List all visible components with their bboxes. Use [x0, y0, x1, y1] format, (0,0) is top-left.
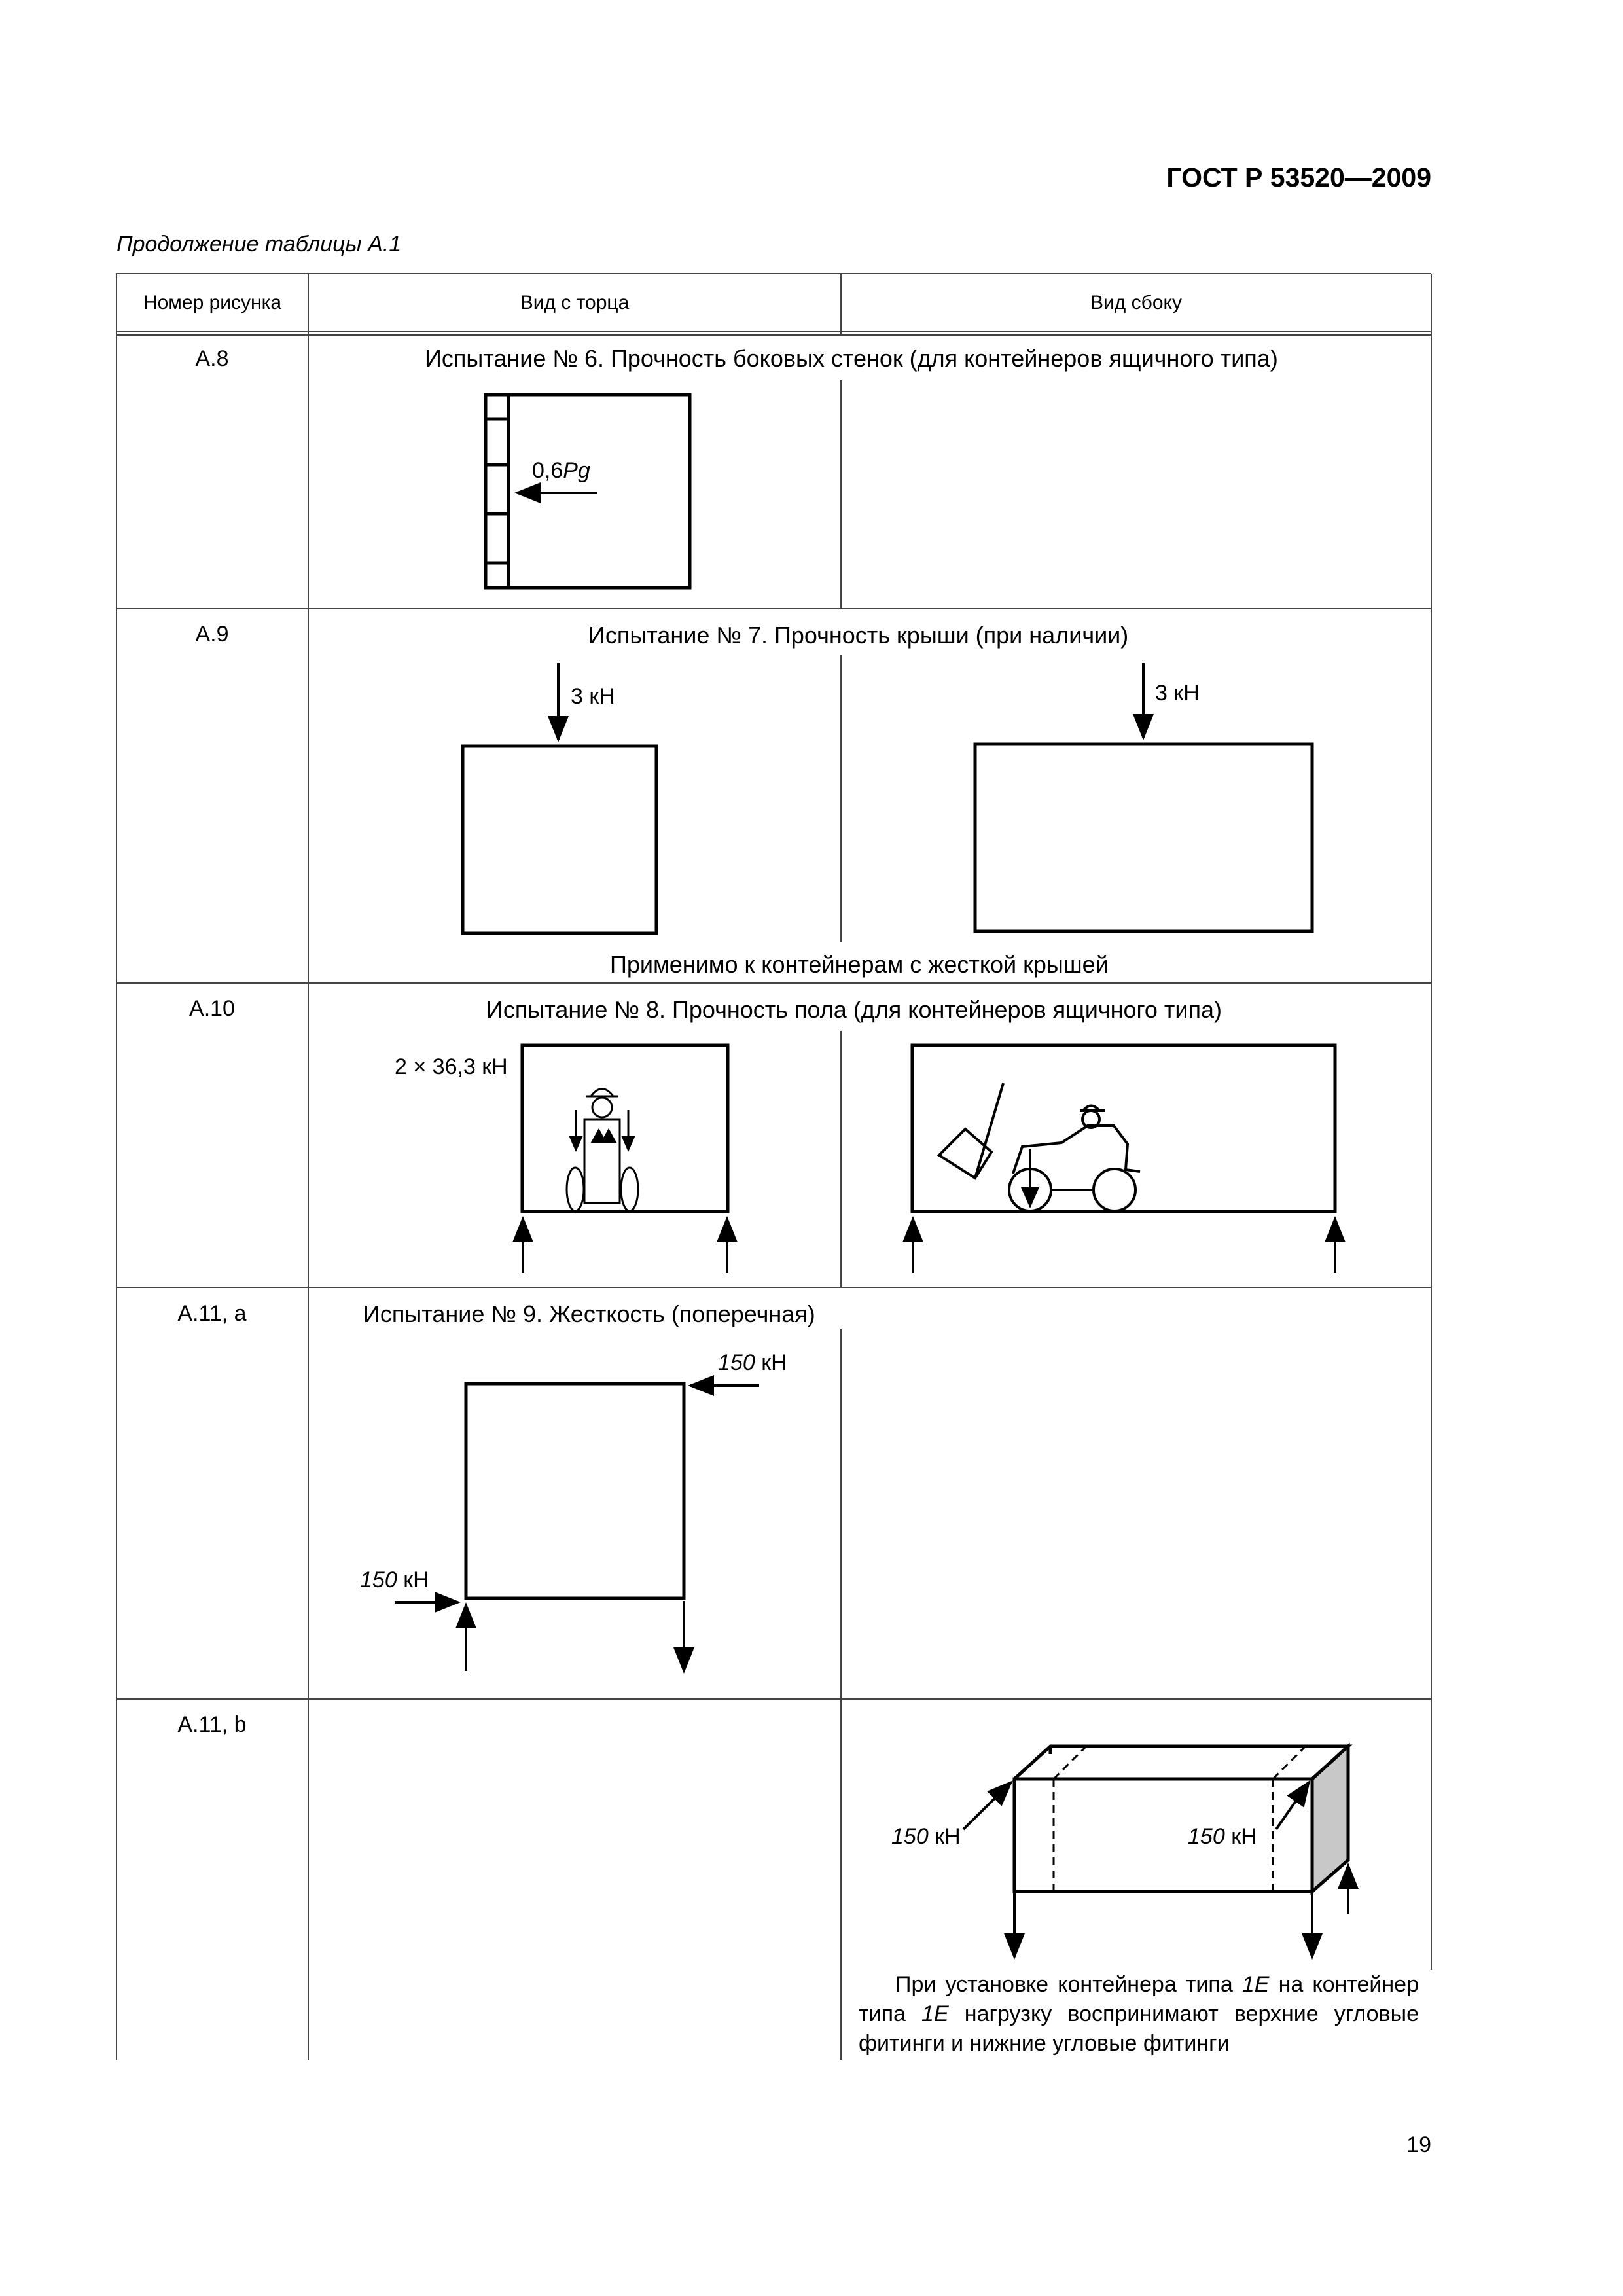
page-number: 19 — [1406, 2132, 1431, 2157]
label-load-a10: 2 × 36,3 кН — [395, 1054, 508, 1079]
row-title-a9: Испытание № 7. Прочность крыши (при нали… — [588, 622, 1129, 649]
figure-a9 — [461, 663, 1314, 935]
label-load-a8: 0,6Pg — [532, 458, 590, 483]
row-number-a9: А.9 — [195, 622, 229, 647]
label-left-load-a11b: 150 кН — [891, 1824, 961, 1849]
row-footnote-a9: Применимо к контейнерам с жесткой крышей — [610, 951, 1109, 978]
row-title-a8: Испытание № 6. Прочность боковых стенок … — [425, 345, 1278, 372]
figure-a10-end — [512, 1043, 738, 1273]
label-bottom-load-a11a: 150 кН — [360, 1568, 429, 1592]
figure-a11a — [395, 1375, 759, 1674]
header-figure-number: Номер рисунка — [143, 292, 282, 314]
row-title-a11a: Испытание № 9. Жесткость (поперечная) — [363, 1300, 815, 1327]
label-top-load-a11a: 150 кН — [718, 1350, 787, 1375]
table-grid — [116, 273, 1432, 2060]
row-note-a11b: При установке контейнера типа 1E на конт… — [859, 1972, 1419, 2056]
document-code: ГОСТ Р 53520—2009 — [1166, 162, 1431, 192]
row-number-a8: А.8 — [195, 346, 229, 371]
row-number-a11b: А.11, b — [177, 1712, 247, 1737]
row-title-a10: Испытание № 8. Прочность пола (для конте… — [486, 996, 1222, 1023]
table-caption: Продолжение таблицы А.1 — [116, 232, 402, 257]
figure-a11b — [962, 1742, 1359, 1960]
label-side-load-a9: 3 кН — [1155, 681, 1200, 706]
header-side-view: Вид сбоку — [1090, 292, 1182, 314]
header-end-view: Вид с торца — [520, 292, 630, 314]
figure-a8 — [484, 393, 692, 590]
label-end-load-a9: 3 кН — [571, 684, 615, 709]
label-right-load-a11b: 150 кН — [1188, 1824, 1257, 1849]
row-number-a10: А.10 — [189, 996, 235, 1021]
figure-a10-side — [902, 1043, 1346, 1273]
row-number-a11a: А.11, а — [177, 1301, 247, 1326]
